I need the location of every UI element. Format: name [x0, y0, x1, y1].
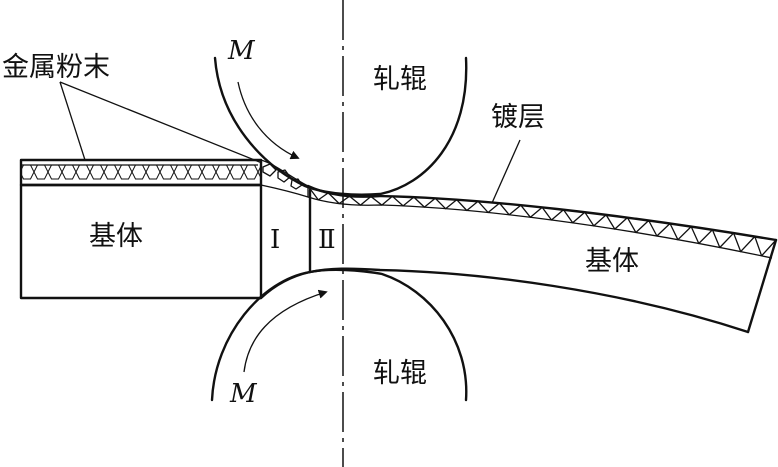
coating-triangles [307, 185, 777, 257]
label-roller-bottom: 轧辊 [373, 358, 427, 389]
coating-zigzag [307, 185, 777, 257]
roller-bottom [210, 268, 468, 402]
label-coating: 镀层 [491, 102, 545, 133]
powder-wedge [260, 159, 309, 198]
leader-coating [491, 139, 521, 204]
lower-entry-curve [259, 270, 312, 300]
label-zone-2: Ⅱ [318, 225, 336, 255]
leader-powder-1 [59, 81, 86, 161]
moment-arrow-bottom [243, 289, 328, 373]
strip-lower-edge [308, 267, 750, 334]
substrate-block-left [19, 183, 263, 300]
label-substrate-right: 基体 [585, 246, 639, 277]
powder-layer-outline [19, 158, 263, 187]
label-moment-bottom: M [230, 379, 257, 409]
label-substrate-left: 基体 [89, 221, 143, 252]
label-moment-top: M [228, 36, 255, 66]
powder-wedge-hex [262, 163, 303, 190]
roller-top [213, 56, 468, 196]
label-zone-1: Ⅰ [270, 225, 281, 255]
moment-arrow-top [237, 81, 300, 160]
label-metal-powder: 金属粉末 [2, 52, 110, 83]
powder-layer [21, 160, 261, 185]
leader-powder-2 [59, 81, 263, 164]
strip-end [746, 238, 778, 334]
label-roller-top: 轧辊 [373, 64, 427, 95]
